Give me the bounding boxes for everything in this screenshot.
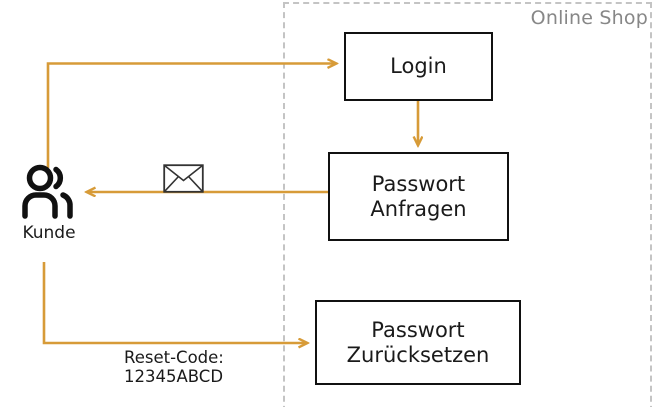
envelope-icon [163, 164, 204, 193]
users-icon [22, 164, 73, 219]
node-passwort-zuruecksetzen[interactable]: Passwort Zurücksetzen [315, 300, 521, 385]
edge-kunde-to-reset [42, 262, 307, 343]
actor-kunde: Kunde [12, 163, 86, 259]
edge-label-reset-code: Reset-Code: 12345ABCD [124, 348, 224, 387]
system-boundary [283, 2, 652, 407]
node-passwort-anfragen[interactable]: Passwort Anfragen [328, 152, 509, 241]
actor-label: Kunde [22, 223, 76, 243]
node-login[interactable]: Login [344, 32, 493, 101]
system-boundary-title: Online Shop [530, 7, 648, 29]
